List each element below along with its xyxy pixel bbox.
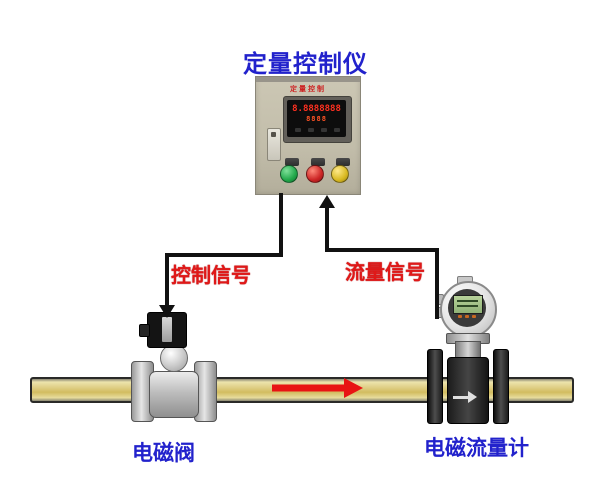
meter-key[interactable] [458, 315, 462, 318]
lcd-text-line [457, 300, 478, 302]
meter-right-flange [493, 349, 509, 424]
red-button-icon [306, 165, 324, 183]
solenoid-actuator [147, 312, 187, 348]
digital-display: 8.8888888 8888 [283, 96, 352, 143]
pushbutton-label-plate [336, 158, 350, 166]
meter-key[interactable] [465, 315, 469, 318]
arrow-up-icon [319, 195, 335, 208]
solenoid-label-plate [162, 317, 172, 342]
display-key[interactable] [321, 128, 327, 132]
green-pushbutton[interactable] [280, 158, 302, 183]
controller-nameplate: 定量控制 [290, 85, 326, 93]
cabinet-top-edge [256, 77, 360, 82]
control-signal-wire [165, 193, 283, 306]
pushbutton-label-plate [285, 158, 299, 166]
valve-label: 电磁阀 [132, 441, 195, 465]
control-signal-label: 控制信号 [171, 263, 251, 287]
valve-body [149, 371, 199, 418]
flow-meter-label: 电磁流量计 [424, 436, 529, 460]
meter-flow-direction-icon [453, 396, 469, 399]
display-key[interactable] [334, 128, 340, 132]
lcd-text-line [457, 305, 478, 307]
meter-flow-direction-icon [468, 391, 477, 403]
valve-bonnet [160, 344, 188, 372]
display-key[interactable] [295, 128, 301, 132]
display-screen: 8.8888888 8888 [287, 100, 346, 137]
solenoid-knob [139, 324, 150, 337]
meter-tube-body [447, 357, 489, 424]
switch-mark-icon [271, 132, 276, 137]
meter-key[interactable] [472, 315, 476, 318]
meter-left-flange [427, 349, 443, 424]
yellow-button-icon [331, 165, 349, 183]
panel-switch[interactable] [267, 128, 281, 161]
pushbutton-label-plate [311, 158, 325, 166]
display-value-secondary: 8888 [306, 115, 327, 123]
display-key[interactable] [308, 128, 314, 132]
green-button-icon [280, 165, 298, 183]
controller-cabinet: 定量控制 8.8888888 8888 [255, 76, 361, 195]
yellow-pushbutton[interactable] [331, 158, 353, 183]
flow-signal-label: 流量信号 [345, 260, 425, 284]
display-value-primary: 8.8888888 [292, 104, 341, 114]
red-pushbutton[interactable] [306, 158, 328, 183]
diagram-title: 定量控制仪 [243, 50, 368, 78]
meter-lcd-screen [453, 295, 483, 314]
